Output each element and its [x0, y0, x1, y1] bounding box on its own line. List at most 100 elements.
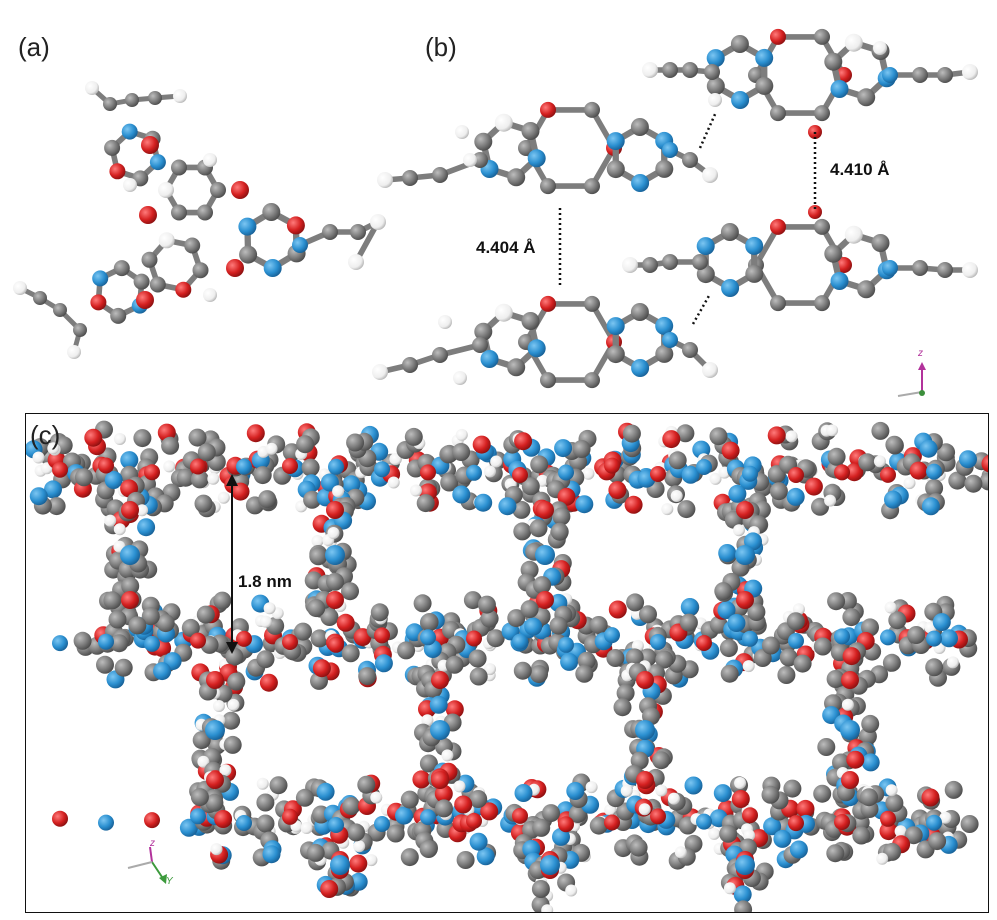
atom-h	[873, 41, 887, 55]
atom-c	[786, 612, 805, 631]
atom-h	[585, 781, 598, 794]
atom-h	[300, 822, 313, 834]
atom-n	[328, 817, 344, 833]
atom-c	[419, 840, 438, 858]
atom-n	[120, 451, 139, 470]
atom-c	[190, 470, 209, 489]
atom-n	[882, 67, 898, 83]
atom-o	[636, 771, 654, 789]
atom-c	[584, 178, 600, 195]
atom-c	[907, 626, 926, 644]
atom-n	[681, 465, 700, 484]
atom-n	[830, 80, 849, 98]
atom-c	[533, 576, 552, 595]
atom-o	[231, 482, 250, 501]
atom-h	[173, 89, 187, 103]
atom-c	[682, 152, 698, 168]
atom-n	[238, 217, 257, 236]
atom-n	[104, 471, 123, 489]
atom-c	[860, 788, 878, 807]
atom-o	[514, 432, 533, 451]
atom-n	[527, 339, 546, 358]
atom-c	[223, 735, 242, 754]
atom-h	[265, 442, 278, 455]
atom-n	[52, 635, 68, 652]
atom-n	[604, 627, 620, 644]
atom-c	[770, 105, 786, 122]
atom-o	[540, 101, 556, 118]
atom-n	[554, 439, 573, 458]
atom-n	[263, 259, 282, 277]
atom-c	[416, 494, 435, 513]
atom-c	[824, 52, 843, 71]
atom-n	[514, 784, 533, 802]
atom-c	[161, 436, 180, 455]
atom-o	[662, 430, 681, 449]
atom-c	[346, 433, 365, 452]
atom-c	[141, 607, 160, 626]
atom-c	[606, 649, 625, 667]
atom-n	[325, 545, 345, 565]
atom-h	[217, 491, 230, 504]
panel-label-b: (b)	[425, 32, 457, 62]
atom-h	[197, 755, 210, 768]
atom-c	[630, 303, 649, 321]
atom-n	[395, 806, 413, 825]
atom-c	[626, 593, 645, 612]
atom-h	[256, 777, 269, 790]
atom-o	[880, 810, 896, 827]
atom-c	[642, 257, 658, 273]
atom-n	[480, 350, 499, 368]
atom-h	[876, 852, 889, 865]
atom-c	[549, 616, 568, 635]
atom-c	[529, 519, 548, 538]
atom-o	[121, 591, 139, 609]
atom-h	[702, 167, 718, 183]
atom-c	[745, 264, 764, 283]
atom-n	[745, 236, 764, 255]
atom-h	[826, 424, 839, 437]
atom-c	[677, 500, 696, 519]
atom-c	[413, 594, 432, 613]
atom-c	[156, 614, 175, 633]
atom-h	[962, 64, 978, 80]
atom-c	[149, 276, 166, 293]
atom-n	[44, 480, 62, 499]
atom-c	[827, 592, 846, 611]
atom-o	[90, 294, 107, 311]
atom-h	[894, 825, 907, 838]
atom-h	[743, 829, 756, 842]
atom-o	[536, 591, 554, 609]
atom-c	[964, 474, 983, 493]
atom-n	[560, 652, 579, 671]
atom-n	[452, 485, 471, 504]
atom-c	[171, 159, 187, 176]
atom-n	[926, 630, 942, 647]
atom-c	[747, 603, 766, 621]
atom-o	[144, 464, 160, 481]
atom-n	[262, 845, 281, 864]
molecule-b-dimers	[372, 28, 978, 389]
atom-c	[350, 224, 366, 240]
atom-c	[948, 471, 967, 490]
atom-c	[108, 610, 127, 629]
atom-h	[353, 840, 366, 853]
atom-h	[484, 663, 496, 676]
atom-o	[231, 181, 249, 199]
atom-c	[192, 731, 211, 750]
atom-c	[397, 641, 416, 660]
atom-n	[631, 174, 650, 192]
atom-h	[604, 804, 617, 816]
atom-c	[944, 780, 963, 799]
atom-c	[861, 714, 880, 733]
atom-c	[662, 254, 678, 270]
atom-n	[655, 316, 674, 335]
atom-o	[736, 501, 754, 519]
atom-n	[731, 91, 750, 109]
atom-o	[412, 770, 431, 789]
atom-h	[227, 698, 240, 711]
atom-c	[589, 816, 608, 835]
atom-n	[786, 487, 805, 506]
atom-h	[67, 345, 81, 359]
atom-c	[858, 453, 877, 472]
